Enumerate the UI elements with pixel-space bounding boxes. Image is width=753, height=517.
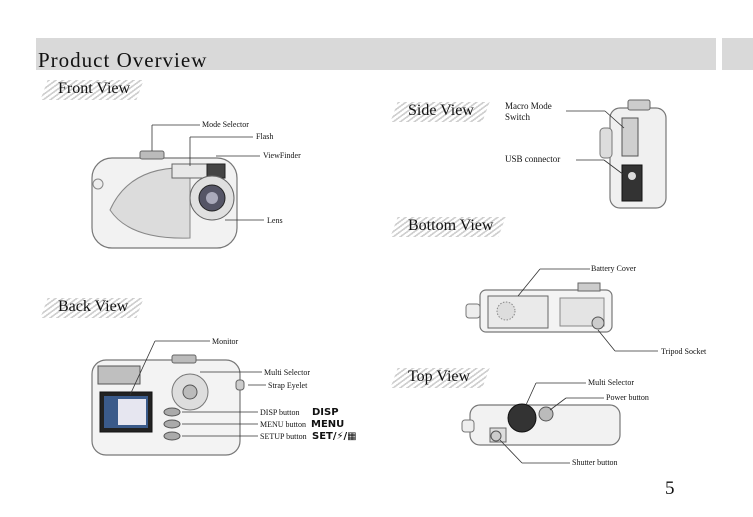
top-view-heading: Top View: [390, 366, 490, 388]
callout-macro-mode: Macro Mode: [505, 101, 552, 111]
side-camera-figure: [566, 99, 667, 209]
callout-power-button: Power button: [606, 393, 649, 402]
callout-menu-button: MENU button: [260, 420, 306, 429]
callout-battery-cover: Battery Cover: [591, 264, 637, 273]
callout-monitor: Monitor: [212, 337, 239, 346]
front-view-heading: Front View: [40, 78, 144, 100]
front-camera-figure: [91, 124, 264, 249]
callout-lens: Lens: [267, 216, 283, 225]
back-camera-figure: [91, 340, 266, 456]
callout-tripod-socket: Tripod Socket: [661, 347, 707, 356]
header-bar: [36, 38, 716, 70]
callout-shutter-button: Shutter button: [572, 458, 618, 467]
callout-mode-selector: Mode Selector: [202, 120, 249, 129]
menu-glyph: MENU: [311, 419, 345, 430]
callout-multi-selector-back: Multi Selector: [264, 368, 310, 377]
bottom-view-heading: Bottom View: [390, 215, 506, 237]
page-title: Product Overview: [38, 48, 208, 72]
disp-glyph: DISP: [312, 407, 339, 418]
callout-flash: Flash: [256, 132, 274, 141]
back-view-heading: Back View: [40, 296, 144, 318]
callout-setup-button: SETUP button: [260, 432, 307, 441]
bottom-camera-figure: [465, 268, 658, 352]
callout-switch: Switch: [505, 112, 531, 122]
callout-disp-button: DISP button: [260, 408, 300, 417]
page-number: 5: [665, 478, 675, 499]
header-side-tab: [722, 38, 753, 70]
callout-multi-selector-top: Multi Selector: [588, 378, 634, 387]
callout-viewfinder: ViewFinder: [263, 151, 301, 160]
callout-strap-eyelet: Strap Eyelet: [268, 381, 308, 390]
top-camera-figure: [461, 382, 621, 464]
setup-glyph: SET/⚡/▦: [312, 431, 357, 442]
callout-usb-connector: USB connector: [505, 154, 561, 164]
side-view-heading: Side View: [390, 100, 490, 122]
